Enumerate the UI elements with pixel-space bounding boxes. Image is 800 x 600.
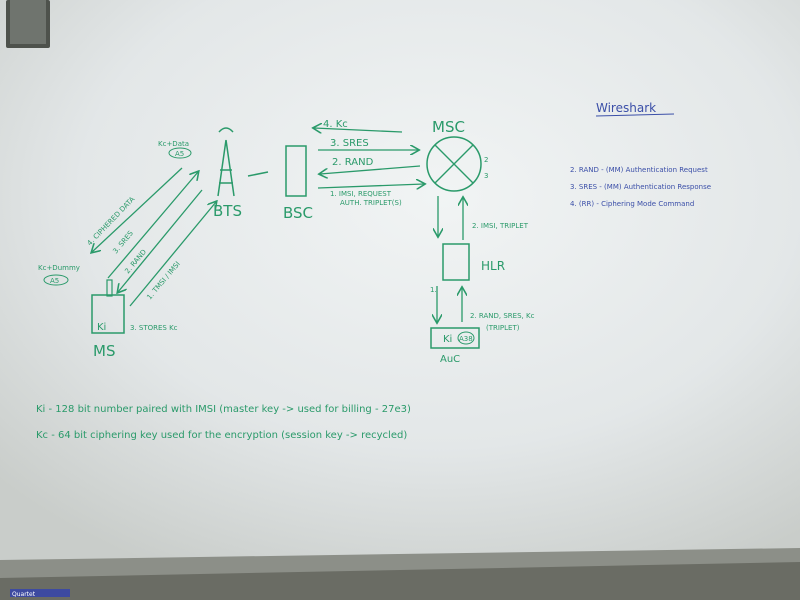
right-note-1: 2. RAND - (MM) Authentication Request	[570, 166, 708, 174]
svg-text:A38: A38	[459, 335, 473, 343]
bts-bsc-link	[247, 171, 269, 177]
hlr-msc-label: 2. IMSI, TRIPLET	[472, 222, 529, 230]
kc-data-label: Kc+Data	[158, 140, 189, 148]
marker-brand-text: Quartet	[12, 591, 36, 598]
board-surface	[0, 0, 800, 560]
ms-stores-kc: 3. STORES Kc	[130, 324, 178, 332]
msc-hlr-arrows	[438, 196, 463, 240]
right-note-2: 3. SRES - (MM) Authentication Response	[570, 183, 711, 191]
svg-text:A5: A5	[175, 150, 184, 158]
kc-data-oval	[168, 147, 192, 159]
bsc-box	[285, 145, 307, 197]
arrow-4-kc: 4. Kc	[323, 119, 348, 130]
marker-brand-label	[10, 589, 70, 597]
msc-cross-icon	[434, 144, 474, 184]
arrow-1-imsi: 1. IMSI, REQUEST	[330, 190, 392, 198]
bts-tower-icon	[217, 127, 235, 197]
msc-label: MSC	[432, 118, 465, 136]
ms-antenna	[106, 279, 113, 297]
bottom-note-ki: Ki - 128 bit number paired with IMSI (ma…	[36, 404, 411, 415]
hlr-box	[442, 243, 470, 281]
kc-dummy-oval	[43, 274, 69, 286]
bsc-msc-arrows	[314, 128, 424, 188]
auc-box	[430, 327, 480, 349]
arrow-1-triplets: AUTH. TRIPLET(S)	[340, 199, 402, 207]
auc-arrow-2: 2. RAND, SRES, Kc	[470, 312, 535, 320]
wireshark-underline	[595, 113, 675, 117]
ms-ki-label: Ki	[97, 322, 106, 333]
wireshark-title: Wireshark	[596, 101, 656, 115]
hlr-auc-arrows	[437, 286, 462, 322]
ms-label: MS	[93, 342, 115, 360]
svg-text:A5: A5	[50, 277, 59, 285]
bts-label: BTS	[213, 202, 242, 220]
hlr-label: HLR	[481, 259, 505, 273]
msc-circle	[426, 136, 482, 192]
auc-badge	[457, 331, 475, 345]
arrow-3-sres: 3. SRES	[330, 138, 369, 149]
svg-text:3: 3	[484, 172, 488, 180]
auc-ki-label: Ki	[443, 334, 452, 345]
svg-text:2: 2	[484, 156, 488, 164]
ms-box	[91, 294, 125, 334]
right-note-3: 4. (RR) - Ciphering Mode Command	[570, 200, 694, 208]
bottom-note-kc: Kc - 64 bit ciphering key used for the e…	[36, 430, 407, 441]
auc-label: AuC	[440, 354, 460, 365]
auc-arrow-2b: (TRIPLET)	[486, 324, 520, 332]
bsc-label: BSC	[283, 204, 313, 222]
arrow-2-rand: 2. RAND	[332, 157, 374, 168]
kc-dummy-label: Kc+Dummy	[38, 264, 80, 272]
auc-arrow-1: 1.	[430, 286, 437, 294]
ms-bts-arrows	[92, 167, 216, 307]
